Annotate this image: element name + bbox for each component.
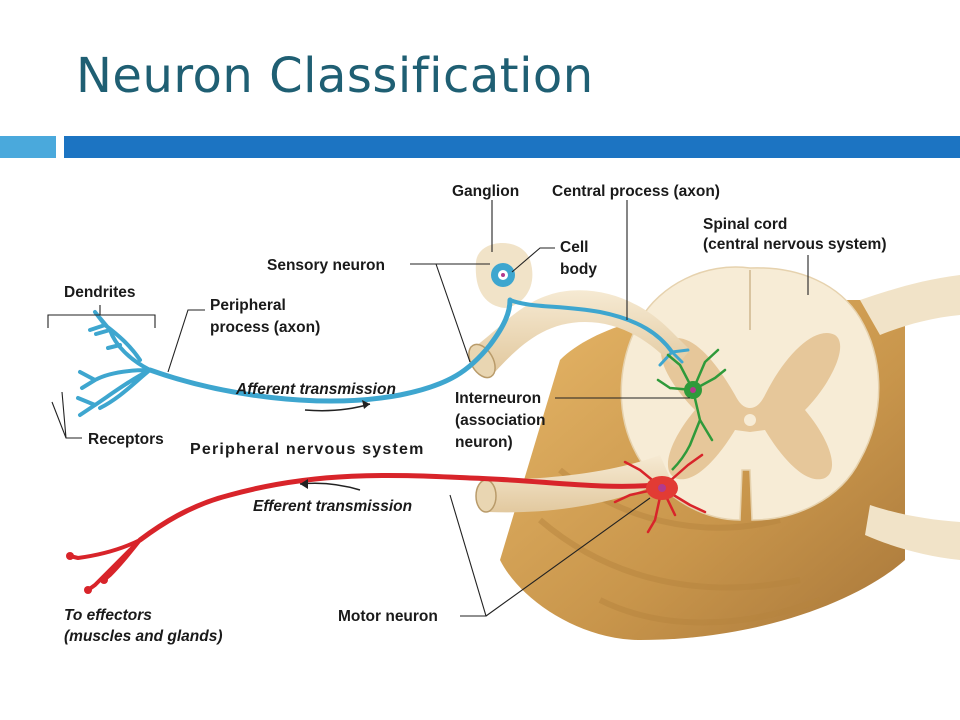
motor-axon-terminals <box>68 538 142 592</box>
label-pns: Peripheral nervous system <box>190 441 425 458</box>
label-motor-neuron: Motor neuron <box>338 608 438 625</box>
sensory-dendrites <box>76 310 152 417</box>
motor-terminal-bulb-2 <box>84 586 92 594</box>
leader-peripheral-process <box>167 309 205 373</box>
label-cell-2: body <box>560 261 597 278</box>
interneuron-nucleus <box>690 387 696 393</box>
afferent-arrow <box>304 403 371 412</box>
interneuron-axon <box>671 444 692 471</box>
efferent-arrowhead <box>300 479 308 489</box>
label-interneuron-3: neuron) <box>455 434 513 451</box>
motor-dendrites <box>613 453 707 534</box>
label-dendrites: Dendrites <box>64 284 136 301</box>
label-sensory-neuron: Sensory neuron <box>267 257 385 274</box>
label-efferent: Efferent transmission <box>253 498 412 515</box>
nerve-root-right-lower <box>865 505 960 560</box>
motor-terminal-bulb-1 <box>66 552 74 560</box>
label-spinal-cord-2: (central nervous system) <box>703 236 887 253</box>
afferent-arrowhead <box>362 400 370 409</box>
title-accent-bar-dark <box>64 136 960 158</box>
sensory-axon-terminal <box>658 348 690 367</box>
label-afferent: Afferent transmission <box>235 381 396 398</box>
label-interneuron-1: Interneuron <box>455 390 541 407</box>
interneuron-dendrites <box>656 348 727 447</box>
label-cell-1: Cell <box>560 239 588 256</box>
label-effectors-2: (muscles and glands) <box>64 628 222 645</box>
dorsal-root <box>470 290 690 372</box>
label-interneuron-2: (association <box>455 412 545 429</box>
label-receptors: Receptors <box>88 431 164 448</box>
sensory-peripheral-axon <box>147 297 513 404</box>
title-accent-bar-light <box>0 136 56 158</box>
label-effectors-1: To effectors <box>64 607 152 624</box>
label-peripheral-1: Peripheral <box>210 297 286 314</box>
leader-cell-body <box>511 247 555 273</box>
label-central-process: Central process (axon) <box>552 183 720 200</box>
central-canal <box>744 414 756 426</box>
ventral-root-cut-end <box>475 479 497 513</box>
nerve-root-right-upper <box>860 275 960 335</box>
leader-sensory-neuron <box>410 263 490 363</box>
leader-motor-neuron <box>449 494 651 617</box>
sensory-nucleolus <box>501 273 505 277</box>
motor-axon <box>137 472 658 543</box>
efferent-arrow <box>299 482 361 491</box>
leader-receptors <box>51 391 82 439</box>
motor-nucleus <box>658 484 666 492</box>
label-ganglion: Ganglion <box>452 183 519 200</box>
slide-title: Neuron Classification <box>76 48 594 104</box>
label-peripheral-2: process (axon) <box>210 319 320 336</box>
leader-dendrites <box>47 305 156 328</box>
motor-terminal-bulb-3 <box>100 576 108 584</box>
neuron-diagram: Ganglion Central process (axon) Spinal c… <box>47 183 960 645</box>
label-spinal-cord-1: Spinal cord <box>703 216 787 233</box>
sensory-central-axon <box>508 298 674 354</box>
spinal-cord-gray-matter <box>661 333 841 480</box>
